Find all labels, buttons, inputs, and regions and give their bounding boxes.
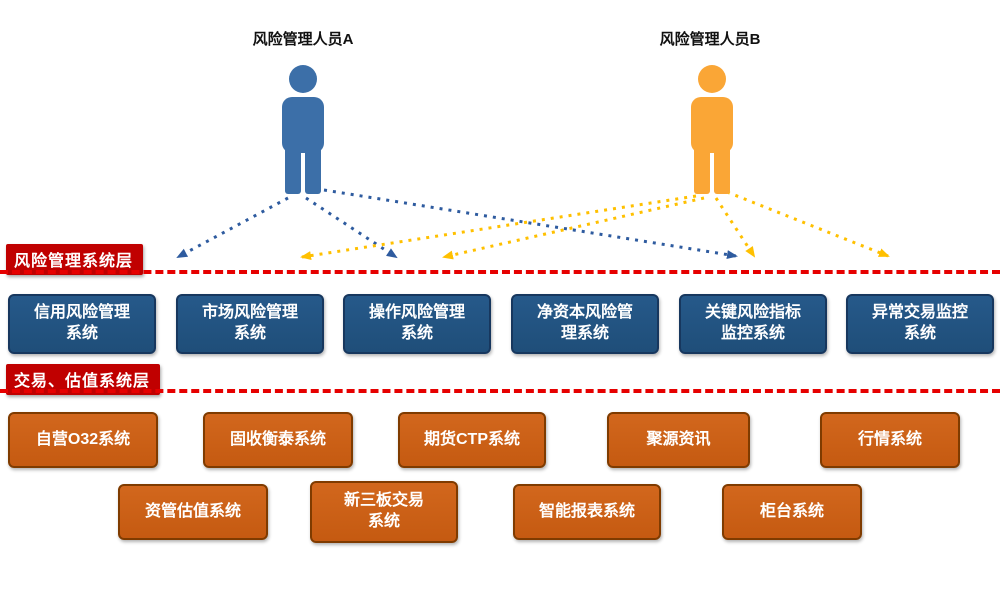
risk-system-box-credit: 信用风险管理 系统 [8, 294, 156, 354]
trading-layer-divider [0, 389, 1000, 393]
arrow-a-to-operation-system [305, 196, 398, 259]
actor-b-label: 风险管理人员B [659, 31, 761, 48]
trading-system-box-hengtai: 固收衡泰系统 [203, 412, 353, 468]
risk-layer-divider [0, 270, 1000, 274]
actor-a-label: 风险管理人员A [252, 31, 354, 48]
arrows-layer [176, 188, 890, 261]
box-label: 市场风险管理 系统 [201, 304, 298, 342]
box-label: 自营O32系统 [35, 430, 131, 448]
trading-system-box-quotes: 行情系统 [820, 412, 960, 468]
arrow-a-to-kri-system [323, 188, 738, 260]
arrow-a-to-credit-system [176, 196, 289, 259]
person-b-icon [681, 64, 743, 201]
arrow-b-to-kri-system [714, 197, 756, 258]
box-label: 操作风险管理 系统 [368, 304, 465, 342]
box-label: 新三板交易 系统 [343, 492, 424, 530]
risk-system-box-abnormal: 异常交易监控 系统 [846, 294, 994, 354]
arrow-b-to-market-system [300, 194, 697, 261]
box-label: 资管估值系统 [144, 502, 241, 520]
risk-system-box-market: 市场风险管理 系统 [176, 294, 324, 354]
risk-layer-label: 风险管理系统层 [6, 244, 144, 275]
risk-system-box-kri: 关键风险指标 监控系统 [679, 294, 827, 354]
trading-system-box-report: 智能报表系统 [513, 484, 661, 540]
box-label: 柜台系统 [759, 502, 824, 520]
box-label: 信用风险管理 系统 [33, 304, 130, 342]
trading-system-box-ctp: 期货CTP系统 [398, 412, 546, 468]
box-label: 智能报表系统 [538, 502, 635, 520]
box-label: 关键风险指标 监控系统 [704, 304, 801, 342]
trading-system-box-valuation: 资管估值系统 [118, 484, 268, 540]
risk-system-box-netcapital: 净资本风险管 理系统 [511, 294, 659, 354]
trading-system-box-juyuan: 聚源资讯 [607, 412, 750, 468]
risk-system-box-operation: 操作风险管理 系统 [343, 294, 491, 354]
arrow-b-to-abnormal-system [726, 190, 890, 258]
box-label: 行情系统 [857, 430, 922, 448]
box-label: 固收衡泰系统 [229, 430, 326, 448]
arrow-b-to-netcapital-system [442, 196, 705, 260]
box-label: 期货CTP系统 [423, 430, 520, 448]
trading-system-box-o32: 自营O32系统 [8, 412, 158, 468]
box-label: 聚源资讯 [646, 430, 711, 448]
person-a-icon [272, 64, 334, 201]
trading-system-box-counter: 柜台系统 [722, 484, 862, 540]
box-label: 净资本风险管 理系统 [536, 304, 633, 342]
trading-system-box-neeq: 新三板交易 系统 [310, 481, 458, 543]
box-label: 异常交易监控 系统 [871, 304, 968, 342]
